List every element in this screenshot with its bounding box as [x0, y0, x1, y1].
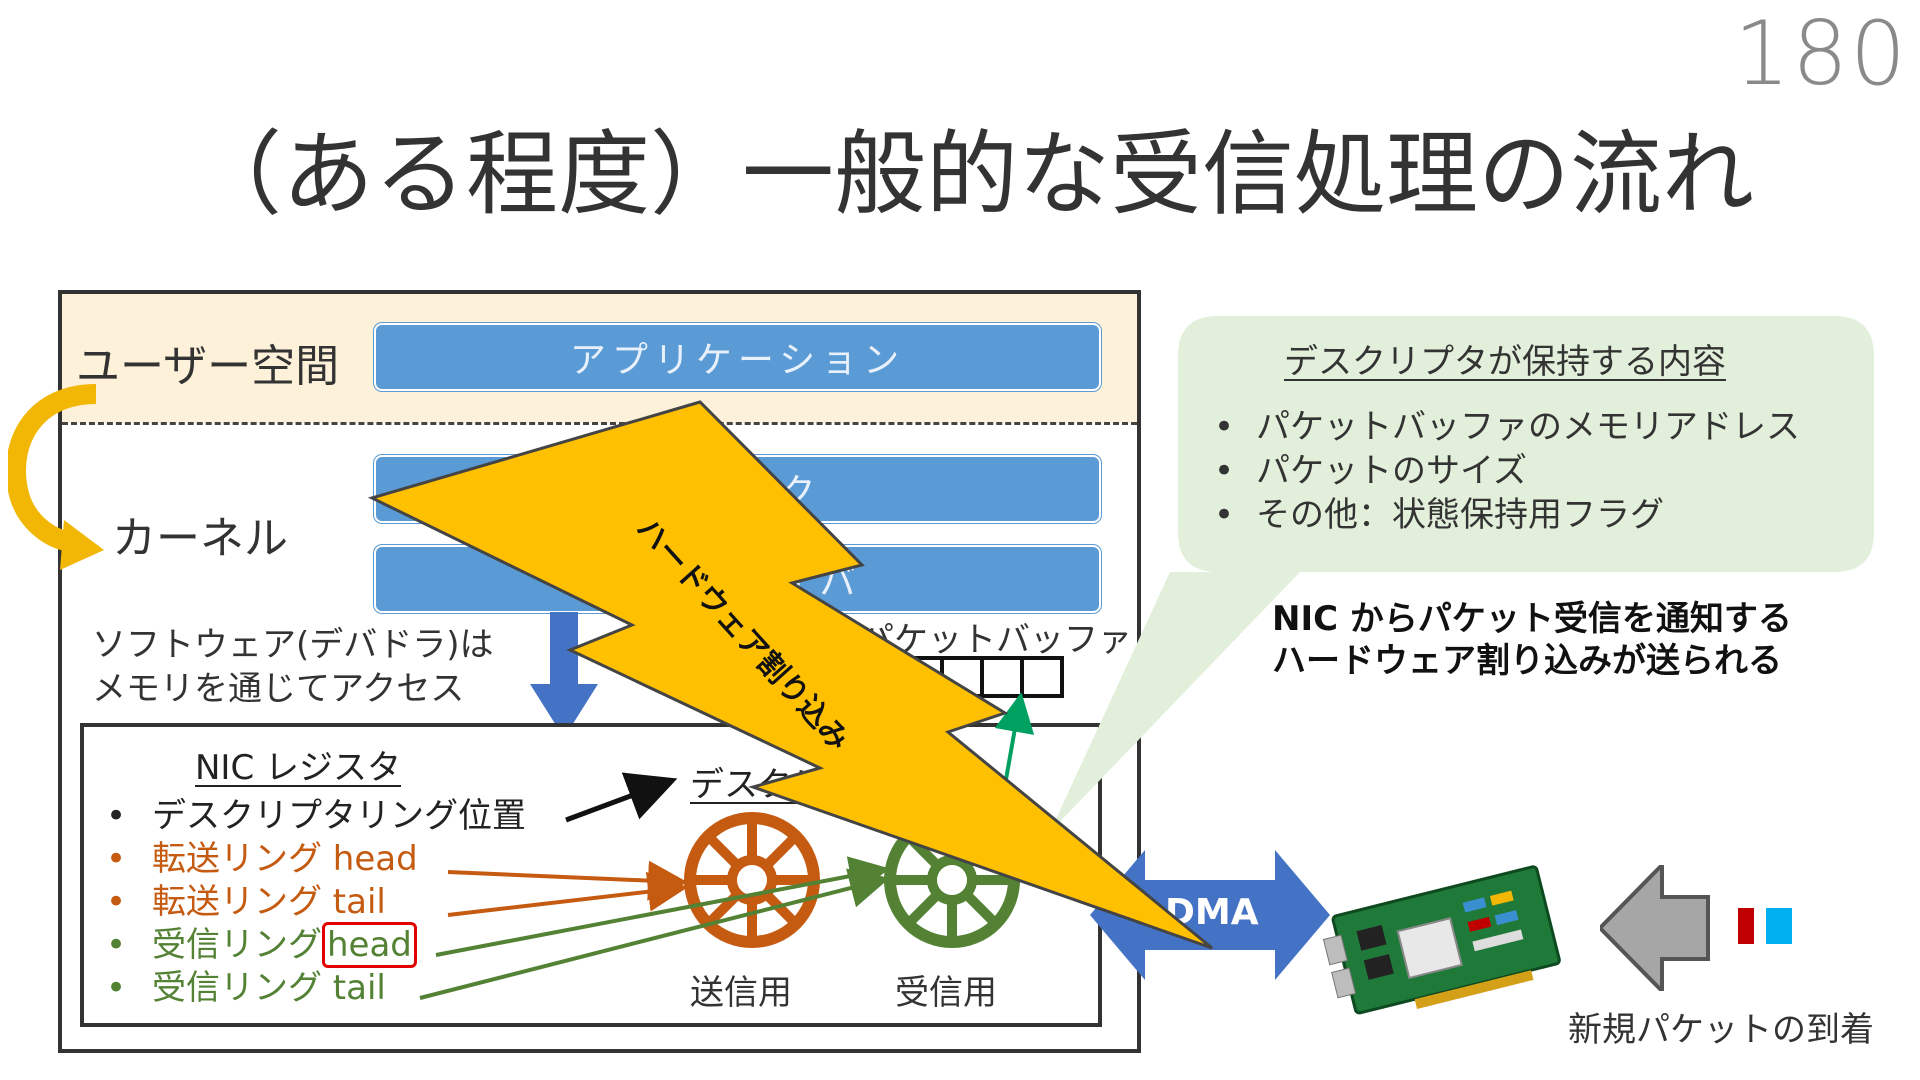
rx-tail-pointer [419, 868, 890, 1000]
gray-left-arrow-icon [1600, 865, 1710, 991]
interrupt-note-line-2: ハードウェア割り込みが送られる [1272, 641, 1782, 681]
rx-ring-prefix: 受信リング [152, 925, 322, 965]
callout-item-size: パケットのサイズ [1200, 449, 1800, 493]
arrival-label: 新規パケットの到着 [1568, 1010, 1874, 1050]
nic-register-title: NIC レジスタ [195, 748, 402, 788]
user-space-label: ユーザー空間 [76, 341, 340, 392]
tx-tail-pointer [447, 871, 688, 917]
interrupt-note-line-1: NIC からパケット受信を通知する [1272, 599, 1792, 639]
dma-arrow-icon [1090, 850, 1330, 980]
register-tx-ring-head: 転送リング head [100, 838, 526, 881]
rx-ring-label: 受信用 [895, 973, 997, 1013]
packet-icon-blue [1766, 908, 1792, 944]
register-rx-ring-tail: 受信リング tail [100, 967, 526, 1010]
tx-head-pointer [447, 860, 688, 901]
descriptor-pointer-arrow [565, 772, 678, 823]
callout-item-address: パケットバッファのメモリアドレス [1200, 405, 1800, 449]
slide-title: （ある程度）一般的な受信処理の流れ [190, 121, 1755, 228]
software-note-line-2: メモリを通じてアクセス [92, 669, 465, 709]
kernel-label: カーネル [112, 513, 288, 564]
curved-arrow-icon [8, 384, 104, 570]
packet-icon [1738, 908, 1754, 944]
tx-ring-label: 送信用 [690, 973, 792, 1013]
user-kernel-divider [62, 422, 1137, 425]
rx-head-pointer [435, 856, 890, 957]
callout-list: パケットバッファのメモリアドレス パケットのサイズ その他：状態保持用フラグ [1200, 405, 1800, 537]
rx-head-highlight: head [322, 922, 417, 968]
driver-down-arrow-icon [530, 612, 598, 738]
software-note-line-1: ソフトウェア(デバドラ)は [92, 625, 494, 665]
register-tx-ring-tail: 転送リング tail [100, 881, 526, 924]
application-box: アプリケーション [374, 323, 1101, 391]
nic-card-icon [1322, 865, 1561, 1015]
register-descriptor-ring-position: デスクリプタリング位置 [100, 795, 526, 838]
callout-item-flags: その他：状態保持用フラグ [1200, 493, 1800, 537]
callout-title: デスクリプタが保持する内容 [1284, 342, 1726, 382]
page-number: 180 [1734, 2, 1908, 105]
nic-register-list: デスクリプタリング位置 転送リング head 転送リング tail 受信リングh… [100, 795, 526, 1010]
